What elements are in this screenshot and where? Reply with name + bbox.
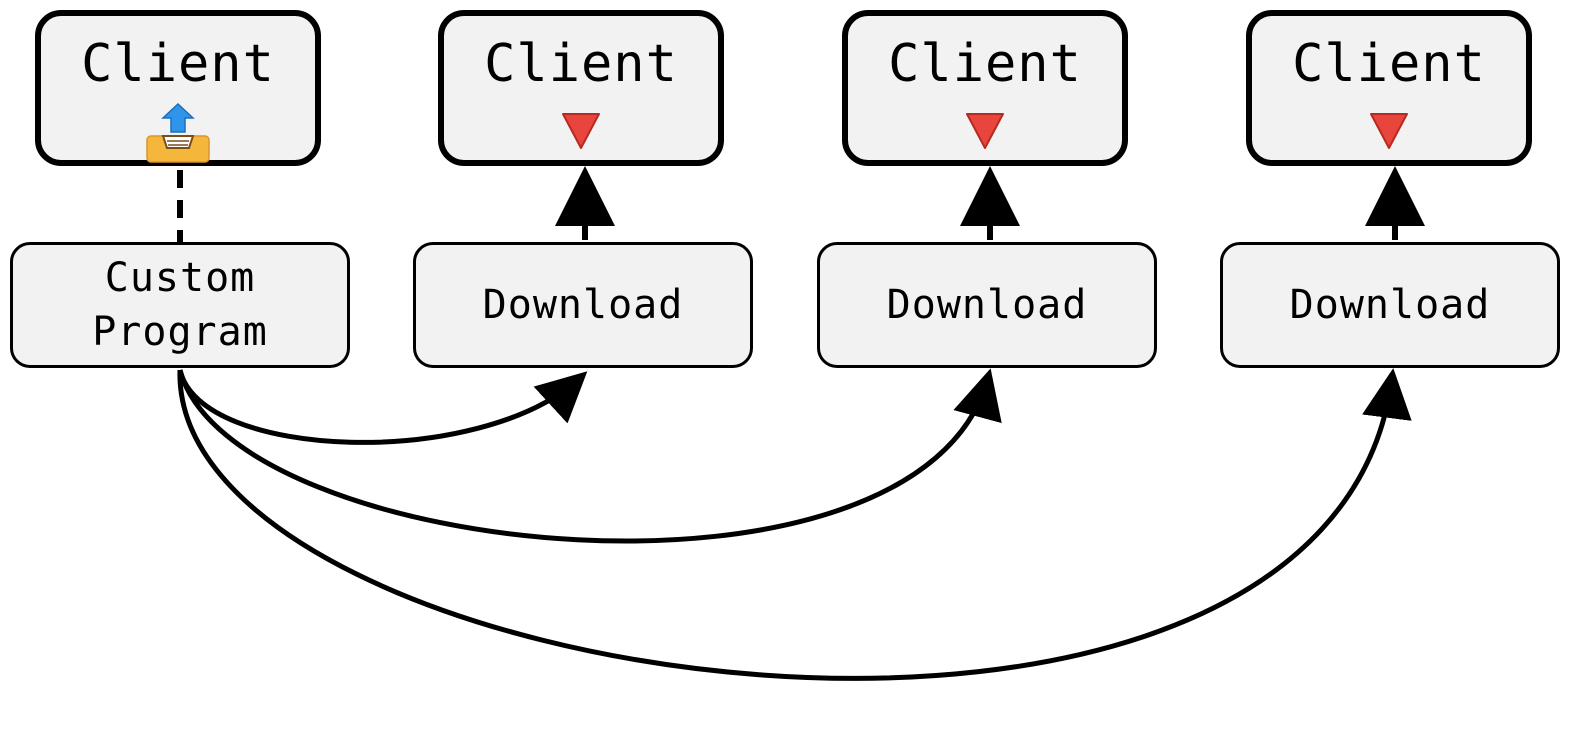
download-box-3: Download bbox=[1220, 242, 1560, 368]
client-box-2: Client bbox=[438, 10, 724, 166]
program-to-download-curve-1 bbox=[177, 369, 588, 445]
program-to-download-curve-2 bbox=[177, 368, 1002, 544]
download-label: Download bbox=[482, 282, 684, 328]
download-box-1: Download bbox=[413, 242, 753, 368]
red-down-triangle-icon bbox=[1370, 113, 1408, 149]
download-label: Download bbox=[1289, 282, 1491, 328]
download-label: Download bbox=[886, 282, 1088, 328]
client-label: Client bbox=[1292, 34, 1486, 94]
red-down-triangle-icon bbox=[966, 113, 1004, 149]
client-label: Client bbox=[888, 34, 1082, 94]
client-label: Client bbox=[81, 34, 275, 94]
red-down-triangle-icon bbox=[562, 113, 600, 149]
client-box-1: Client bbox=[35, 10, 321, 166]
custom-program-box: Custom Program bbox=[10, 242, 350, 368]
client-box-4: Client bbox=[1246, 10, 1532, 166]
program-to-download-curve-3 bbox=[177, 368, 1412, 681]
upload-tray-icon bbox=[146, 102, 210, 163]
download-box-2: Download bbox=[817, 242, 1157, 368]
custom-program-label: Custom Program bbox=[92, 255, 268, 355]
client-label: Client bbox=[484, 34, 678, 94]
client-box-3: Client bbox=[842, 10, 1128, 166]
